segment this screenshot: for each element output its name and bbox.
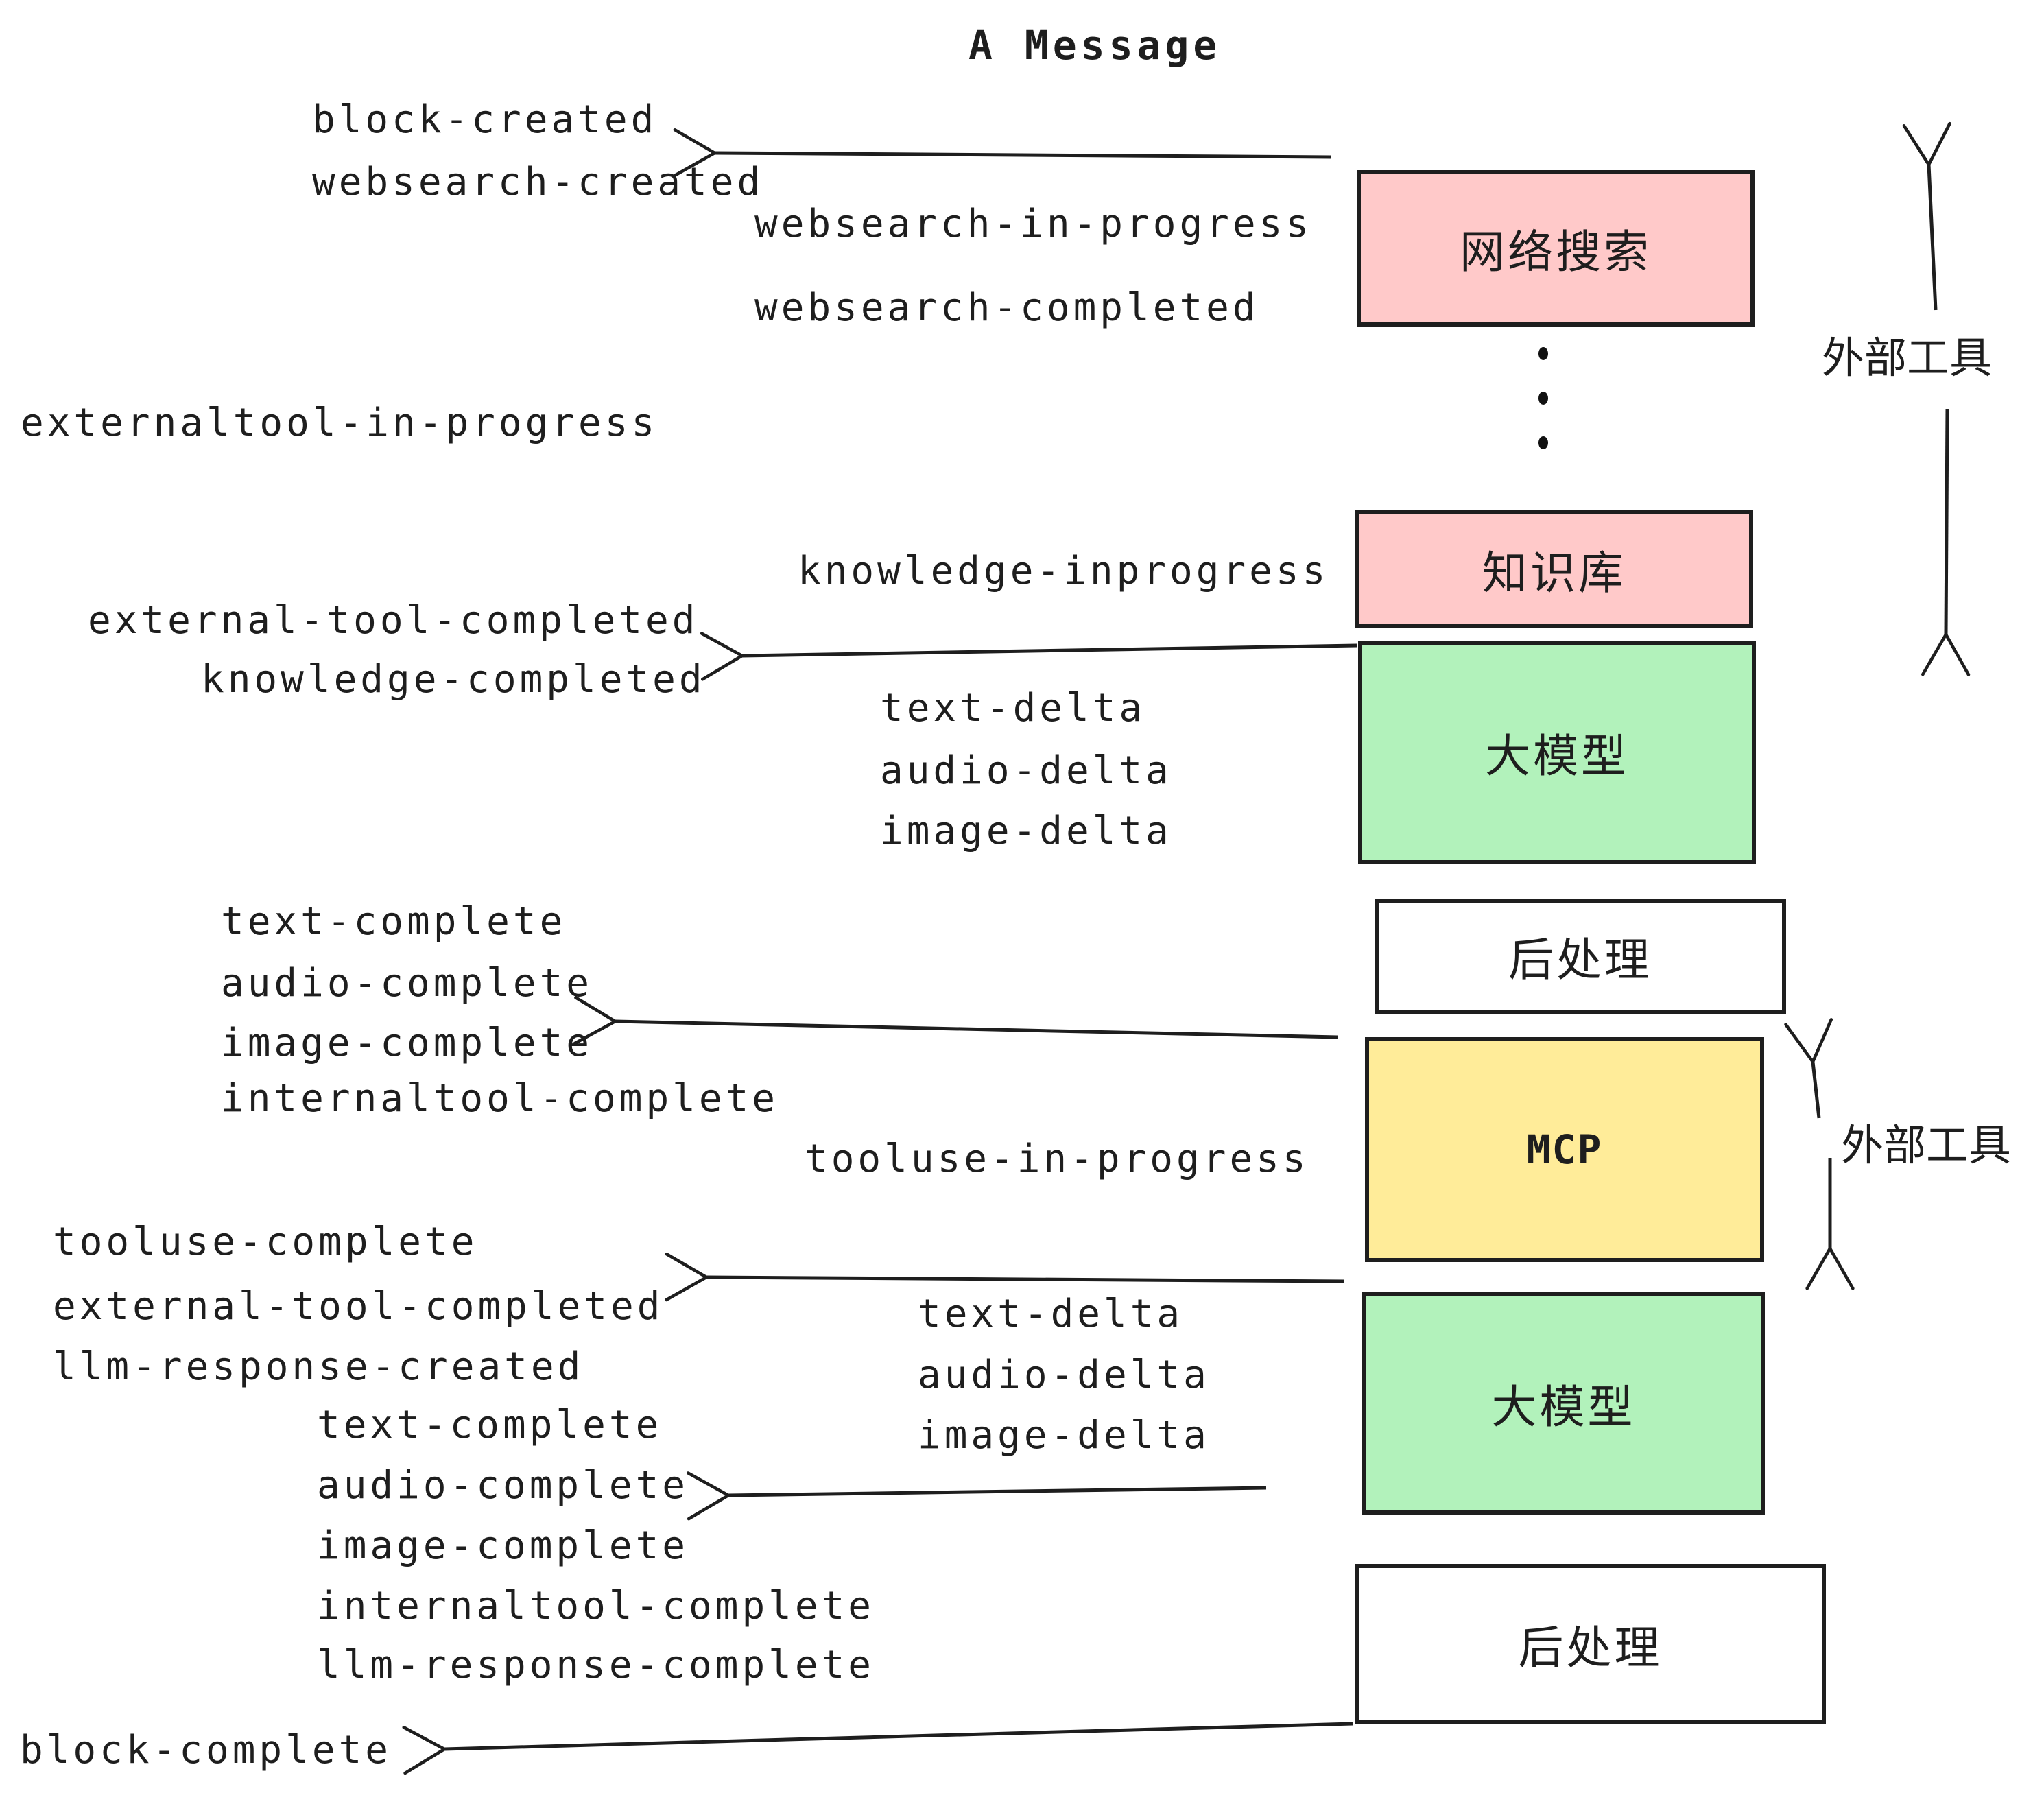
box-llm-1: 大模型 xyxy=(1358,641,1756,864)
event-label-audio-complete-2: audio-complete xyxy=(317,1463,689,1508)
arrow-to-audio-complete xyxy=(686,1471,1267,1521)
ellipsis-dot xyxy=(1538,436,1548,449)
event-label-tooluse-in-progress: tooluse-in-progress xyxy=(805,1137,1309,1182)
arrow-to-websearch-created xyxy=(673,128,1331,178)
box-postprocess-1: 后处理 xyxy=(1375,899,1786,1014)
box-llm-2-label: 大模型 xyxy=(1491,1381,1636,1432)
box-websearch: 网络搜索 xyxy=(1357,170,1755,327)
box-llm-1-label: 大模型 xyxy=(1485,731,1629,781)
event-label-audio-delta-1: audio-delta xyxy=(880,748,1172,794)
box-mcp: MCP xyxy=(1365,1037,1764,1262)
external-tools-label-2: 外部工具 xyxy=(1841,1122,2012,1170)
event-label-internaltool-complete-2: internaltool-complete xyxy=(317,1584,875,1629)
event-label-block-complete: block-complete xyxy=(20,1728,392,1773)
event-label-websearch-created: websearch-created xyxy=(312,160,764,205)
external-tools-label-1: 外部工具 xyxy=(1822,335,1993,382)
external-tools-up-arrow-1 xyxy=(1902,121,1951,311)
arrow-to-tooluse-complete xyxy=(665,1252,1345,1302)
event-label-text-complete-1: text-complete xyxy=(221,899,567,945)
event-label-audio-complete-1: audio-complete xyxy=(221,961,593,1006)
box-postprocess-2-label: 后处理 xyxy=(1518,1622,1663,1673)
ellipsis-dot xyxy=(1538,347,1548,360)
event-label-external-tool-completed: external-tool-completed xyxy=(88,598,699,643)
vertical-ellipsis-icon xyxy=(1538,347,1548,449)
event-label-websearch-in-progress: websearch-in-progress xyxy=(754,202,1313,247)
event-label-internaltool-complete-1: internaltool-complete xyxy=(221,1076,779,1121)
event-label-websearch-completed: websearch-completed xyxy=(754,285,1259,331)
event-label-text-complete-2: text-complete xyxy=(317,1403,663,1448)
event-label-tooluse-complete: tooluse-complete xyxy=(53,1220,478,1265)
arrow-to-knowledge-completed xyxy=(700,632,1357,681)
arrow-to-block-complete xyxy=(402,1722,1353,1775)
event-label-image-delta-1: image-delta xyxy=(880,809,1172,854)
external-tools-up-arrow-2 xyxy=(1784,1018,1833,1119)
event-label-text-delta-2: text-delta xyxy=(918,1292,1184,1337)
box-knowledge-label: 知识库 xyxy=(1482,547,1626,598)
box-postprocess-1-label: 后处理 xyxy=(1508,934,1652,985)
event-label-image-delta-2: image-delta xyxy=(918,1413,1210,1458)
event-label-external-tool-completed-2: external-tool-completed xyxy=(53,1284,664,1329)
box-llm-2: 大模型 xyxy=(1362,1292,1765,1515)
box-knowledge: 知识库 xyxy=(1355,510,1753,628)
diagram-title: A Message xyxy=(968,22,1222,69)
event-label-image-complete-2: image-complete xyxy=(317,1523,689,1569)
event-label-image-complete-1: image-complete xyxy=(221,1021,593,1066)
external-tools-down-arrow-1 xyxy=(1921,408,1971,676)
event-label-llm-response-created: llm-response-created xyxy=(53,1344,584,1390)
ellipsis-dot xyxy=(1538,392,1548,405)
event-label-llm-response-complete: llm-response-complete xyxy=(317,1643,875,1688)
box-mcp-label: MCP xyxy=(1526,1126,1603,1173)
event-label-block-created: block-created xyxy=(312,97,658,143)
event-label-text-delta-1: text-delta xyxy=(880,686,1146,731)
event-label-knowledge-completed: knowledge-completed xyxy=(201,657,706,702)
event-label-knowledge-inprogress: knowledge-inprogress xyxy=(798,549,1329,594)
box-websearch-label: 网络搜索 xyxy=(1460,226,1652,277)
event-label-audio-delta-2: audio-delta xyxy=(918,1353,1210,1398)
arrow-to-image-complete xyxy=(573,996,1338,1045)
box-postprocess-2: 后处理 xyxy=(1355,1564,1826,1724)
event-label-externaltool-in-progress: externaltool-in-progress xyxy=(21,401,658,446)
